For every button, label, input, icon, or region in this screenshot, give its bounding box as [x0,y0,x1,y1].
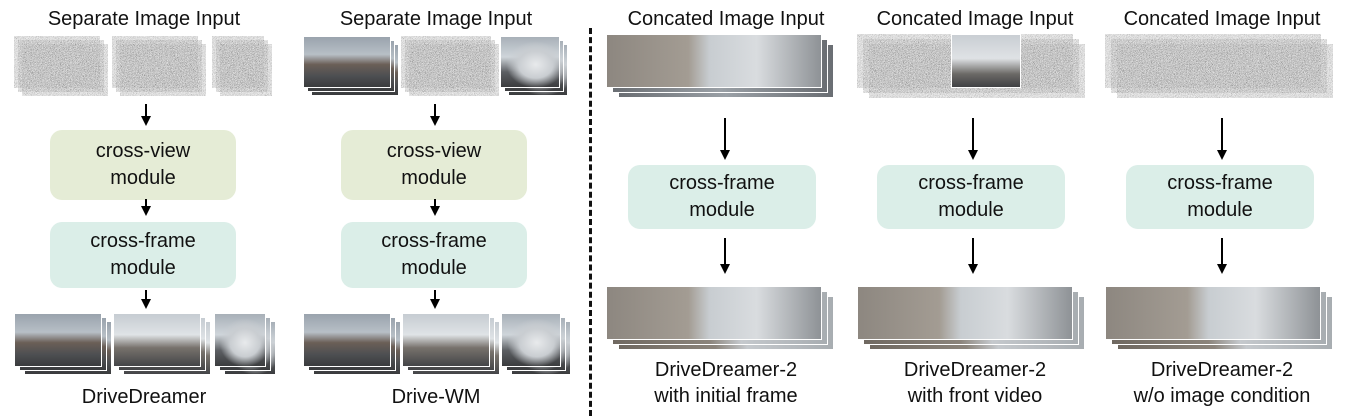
flow-arrow [724,118,726,152]
generated-image-stack [303,313,403,377]
flow-arrow [724,238,726,266]
generated-image-stack [14,313,114,377]
flow-arrow [145,104,147,118]
method-name: Drive-WM [391,386,481,408]
method-name: DriveDreamer [81,386,207,408]
flow-arrow [1221,118,1223,152]
front-view-frame [951,34,1021,88]
flow-arrow [1221,238,1223,266]
panel-header: Concated Image Input [876,8,1074,30]
flow-arrow [145,290,147,300]
generated-video-strip [1105,286,1335,352]
arrow-head-icon [1217,150,1227,160]
arrow-head-icon [1217,264,1227,274]
generated-image-stack [214,313,278,377]
arrow-head-icon [968,264,978,274]
arrow-head-icon [968,150,978,160]
generated-video-strip [857,286,1087,352]
generated-image-stack [113,313,213,377]
section-divider [589,28,592,416]
flow-arrow [434,290,436,300]
arrow-head-icon [430,299,440,309]
panel-header: Concated Image Input [627,8,825,30]
panel-header: Separate Image Input [47,8,241,30]
noise-image-stack [401,36,500,97]
flow-arrow [145,199,147,207]
noise-image-stack [1105,34,1334,99]
method-name: DriveDreamer-2 with front video [903,359,1047,407]
conditioning-image-stack [303,36,403,98]
panel-header: Concated Image Input [1123,8,1321,30]
flow-arrow [972,238,974,266]
noise-image-stack [14,36,273,97]
panel-header: Separate Image Input [339,8,533,30]
arrow-head-icon [141,299,151,309]
arrow-head-icon [430,116,440,126]
conditioning-image-stack [500,36,574,98]
generated-image-stack [501,313,575,377]
method-name: DriveDreamer-2 w/o image condition [1133,359,1311,407]
concatenated-input-strip [606,34,836,100]
arrow-head-icon [141,116,151,126]
method-name: DriveDreamer-2 with initial frame [654,359,798,407]
generated-video-strip [606,286,836,352]
flow-arrow [434,199,436,207]
arrow-head-icon [141,206,151,216]
generated-image-stack [402,313,502,377]
arrow-head-icon [430,206,440,216]
arrow-head-icon [720,150,730,160]
flow-arrow [972,118,974,152]
arrow-head-icon [720,264,730,274]
concatenated-input-strip [857,34,1087,100]
flow-arrow [434,104,436,118]
